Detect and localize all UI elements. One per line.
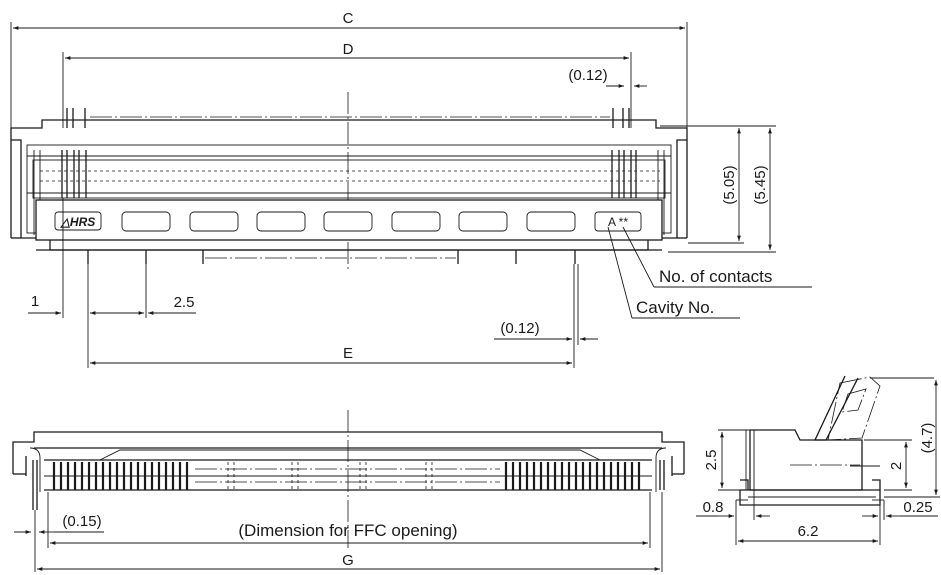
side-view: 2.5 2 (4.7) 0.8 0.25 6.2 <box>696 375 940 545</box>
cavity-code-marking: A ** <box>608 215 628 229</box>
dim-545-label: (5.45) <box>752 165 769 204</box>
dim-505-label: (5.05) <box>721 165 738 204</box>
top-pins-right <box>611 150 665 235</box>
side-dim-025-label: 0.25 <box>903 499 932 516</box>
dim-25-label: 2.5 <box>174 294 195 311</box>
dim-015-label: (0.15) <box>62 513 101 530</box>
side-dim-47-label: (4.7) <box>919 423 936 454</box>
hrs-logo: △HRS <box>60 215 96 229</box>
front-hidden-pins <box>227 462 433 490</box>
dim-1-label: 1 <box>31 293 39 310</box>
side-dim-08-label: 0.8 <box>703 499 724 516</box>
callout-cavity-no: Cavity No. <box>636 298 714 317</box>
dim-g-label: G <box>342 552 354 569</box>
side-dim-62-label: 6.2 <box>798 523 819 540</box>
side-dim-2-label: 2 <box>888 462 905 470</box>
front-pins-left <box>52 462 189 490</box>
dim-e-label: E <box>343 345 353 362</box>
front-pins-right <box>504 462 641 490</box>
top-small-pins <box>66 108 630 128</box>
front-view: (0.15) (Dimension for FFC opening) G <box>12 410 685 572</box>
callout-no-of-contacts: No. of contacts <box>659 267 772 286</box>
housing-windows <box>121 211 576 232</box>
top-terminals <box>87 250 576 264</box>
top-pins-left <box>33 150 87 235</box>
top-view: C D (0.12) <box>10 10 812 368</box>
dim-d-label: D <box>343 41 354 58</box>
side-dim-25-label: 2.5 <box>703 450 720 471</box>
ffc-opening-note: (Dimension for FFC opening) <box>238 521 457 540</box>
dim-012-bottom-label: (0.12) <box>500 320 539 337</box>
dim-c-label: C <box>343 10 354 27</box>
dim-012-top-label: (0.12) <box>568 67 607 84</box>
